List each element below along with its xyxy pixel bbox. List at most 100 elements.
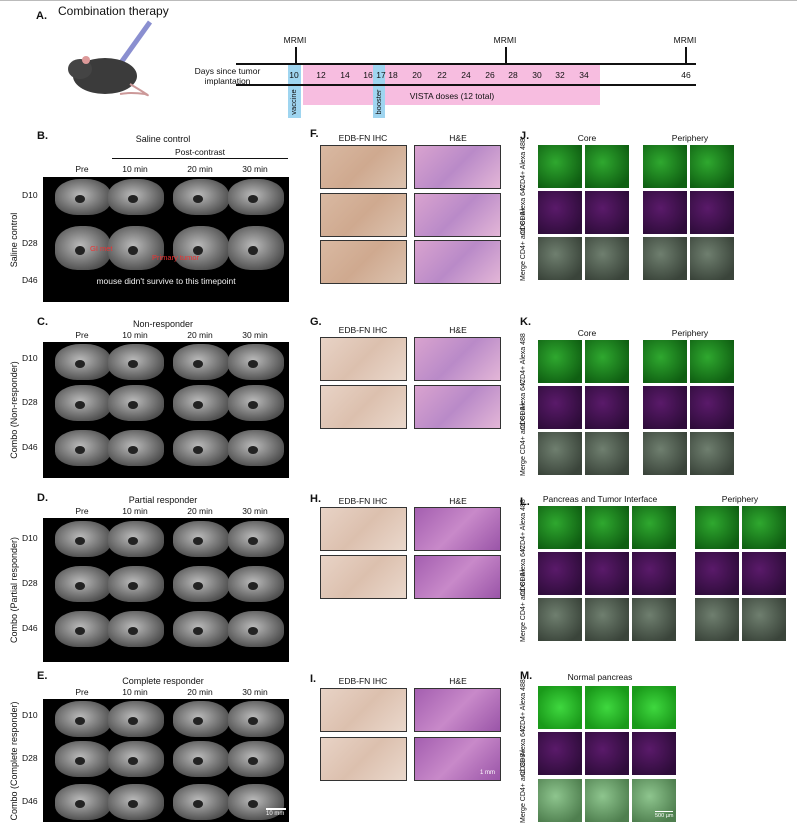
- mri-slice: [55, 741, 111, 777]
- fluorescence-tile: [585, 686, 629, 729]
- mri-slice: [228, 385, 284, 421]
- fluorescence-tile: [585, 386, 629, 429]
- fluorescence-tile: [538, 340, 582, 383]
- mri-slice: [108, 701, 164, 737]
- column-header: 20 min: [187, 330, 213, 340]
- fluorescence-tile: [632, 732, 676, 775]
- mri-slice: [173, 701, 229, 737]
- histology-panel-label: H.: [310, 493, 321, 505]
- column-header: 10 min: [122, 330, 148, 340]
- fluorescence-tile: [585, 732, 629, 775]
- column-header: Pre: [75, 687, 89, 697]
- row-label: D28: [22, 753, 38, 763]
- day-30: 30: [532, 70, 542, 80]
- fluorescence-tile: [585, 145, 629, 188]
- panelB-title: Saline control: [135, 134, 191, 144]
- mri-slice: [173, 344, 229, 380]
- mri-slice: [55, 344, 111, 380]
- fluorescence-tile: [690, 432, 734, 475]
- mri-slice: [228, 179, 284, 215]
- fluorescence-tile: [690, 386, 734, 429]
- row-label: CD4+ Alexa 488: [520, 679, 527, 730]
- fluorescence-tile: [538, 686, 582, 729]
- mri-slice: [108, 430, 164, 466]
- ihc-image: [320, 337, 407, 381]
- fluorescence-tile: [690, 191, 734, 234]
- fluorescence-tile: [690, 340, 734, 383]
- gi-met-annotation: GI met: [90, 244, 113, 253]
- ihc-header: EDB-FN IHC: [338, 133, 388, 143]
- row-label: CD4+ Alexa 488: [520, 333, 527, 384]
- column-header: Periphery: [721, 494, 759, 504]
- scale-bar: [655, 811, 673, 812]
- mri-slice: [55, 521, 111, 557]
- ihc-header: EDB-FN IHC: [338, 325, 388, 335]
- mri-slice: [173, 611, 229, 647]
- panelC-title: Non-responder: [132, 319, 194, 329]
- fluorescence-tile: [585, 552, 629, 595]
- he-image: [414, 555, 501, 599]
- column-header: Pancreas and Tumor Interface: [542, 494, 658, 504]
- mrmi-label: MRMI: [673, 35, 697, 45]
- ihc-header: EDB-FN IHC: [338, 496, 388, 506]
- fluorescence-tile: [538, 145, 582, 188]
- panelE-label: E.: [37, 670, 48, 682]
- survival-note: mouse didn't survive to this timepoint: [96, 276, 236, 286]
- fluorescence-tile: [632, 506, 676, 549]
- panelC-label: C.: [37, 316, 48, 328]
- side-label: Combo (Complete responder): [9, 700, 19, 821]
- day-24: 24: [461, 70, 471, 80]
- mri-slice: [55, 226, 111, 270]
- day-18: 18: [388, 70, 398, 80]
- side-label: Combo (Non-responder): [9, 361, 19, 459]
- panel-a-title: Combination therapy: [58, 4, 169, 18]
- column-header: Normal pancreas: [567, 672, 633, 682]
- column-header: 30 min: [242, 506, 268, 516]
- row-label: D10: [22, 353, 38, 363]
- panelK-label: K.: [520, 316, 531, 328]
- fluorescence-tile: [690, 145, 734, 188]
- column-header: Core: [577, 133, 597, 143]
- mri-slice: [108, 566, 164, 602]
- day-12: 12: [316, 70, 326, 80]
- mri-slice: [173, 179, 229, 215]
- he-image: [414, 337, 501, 381]
- fluorescence-tile: [632, 779, 676, 822]
- row-label: Merge CD4+ and CD8+: [520, 207, 527, 281]
- row-label: D10: [22, 533, 38, 543]
- ihc-image: [320, 688, 407, 732]
- top-border: [0, 0, 797, 1]
- column-header: Pre: [75, 330, 89, 340]
- histology-panel-label: I.: [310, 673, 317, 685]
- booster-label: booster: [374, 89, 383, 115]
- row-label: Merge CD4+ and CD8+: [520, 402, 527, 476]
- vaccine-label: vaccine: [289, 89, 298, 115]
- vista-doses-label: VISTA doses (12 total): [409, 91, 495, 101]
- mri-slice: [228, 784, 284, 820]
- mri-slice: [173, 430, 229, 466]
- mri-slice: [55, 611, 111, 647]
- row-label: D46: [22, 275, 38, 285]
- fluorescence-tile: [632, 552, 676, 595]
- fluorescence-tile: [632, 598, 676, 641]
- row-label: D28: [22, 397, 38, 407]
- mri-slice: [173, 741, 229, 777]
- fluorescence-tile: [585, 779, 629, 822]
- day-10: 10: [289, 70, 299, 80]
- scale-bar-label: 500 µm: [655, 813, 674, 819]
- day-32: 32: [555, 70, 565, 80]
- panelB-label: B.: [37, 130, 48, 142]
- ihc-image: [320, 737, 407, 781]
- mri-slice: [108, 344, 164, 380]
- mri-slice: [228, 566, 284, 602]
- row-label: D10: [22, 710, 38, 720]
- days-axis-label: Days since tumor implantation: [194, 66, 261, 86]
- mri-slice: [228, 701, 284, 737]
- he-image: [414, 507, 501, 551]
- column-header: 20 min: [187, 687, 213, 697]
- mri-slice: [228, 344, 284, 380]
- mri-slice: [108, 611, 164, 647]
- row-label: D28: [22, 238, 38, 248]
- ihc-image: [320, 145, 407, 189]
- mri-slice: [55, 430, 111, 466]
